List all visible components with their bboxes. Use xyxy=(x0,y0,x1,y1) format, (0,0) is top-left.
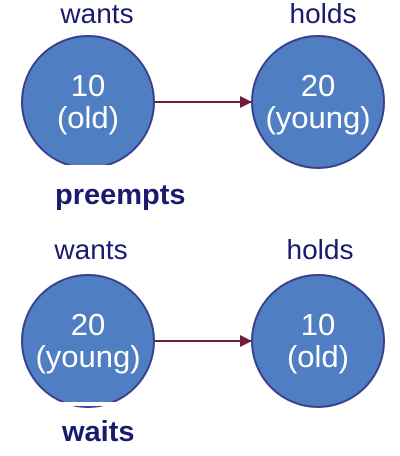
transaction-node-old-holds: 10 (old) xyxy=(251,274,385,408)
waits-label: waits xyxy=(62,416,135,448)
wants-heading-1: wants xyxy=(60,0,134,29)
wants-heading-2: wants xyxy=(54,234,128,265)
node-tag: (young) xyxy=(265,100,371,135)
node-tag: (old) xyxy=(56,100,119,135)
node-number: 10 xyxy=(70,68,106,103)
holds-heading-2: holds xyxy=(286,234,354,265)
node-number: 20 xyxy=(70,307,106,342)
node-number: 10 xyxy=(300,307,336,342)
node-tag: (old) xyxy=(286,339,349,374)
holds-heading-1: holds xyxy=(289,0,357,29)
node-gap xyxy=(60,402,120,406)
node-tag: (young) xyxy=(35,339,141,374)
node-number: 20 xyxy=(300,68,336,103)
node-gap xyxy=(60,165,120,169)
transaction-node-young-wants: 20 (young) xyxy=(21,274,155,408)
preempts-label: preempts xyxy=(55,179,186,211)
transaction-node-old-wants: 10 (old) xyxy=(21,35,155,169)
transaction-node-young-holds: 20 (young) xyxy=(251,35,385,169)
